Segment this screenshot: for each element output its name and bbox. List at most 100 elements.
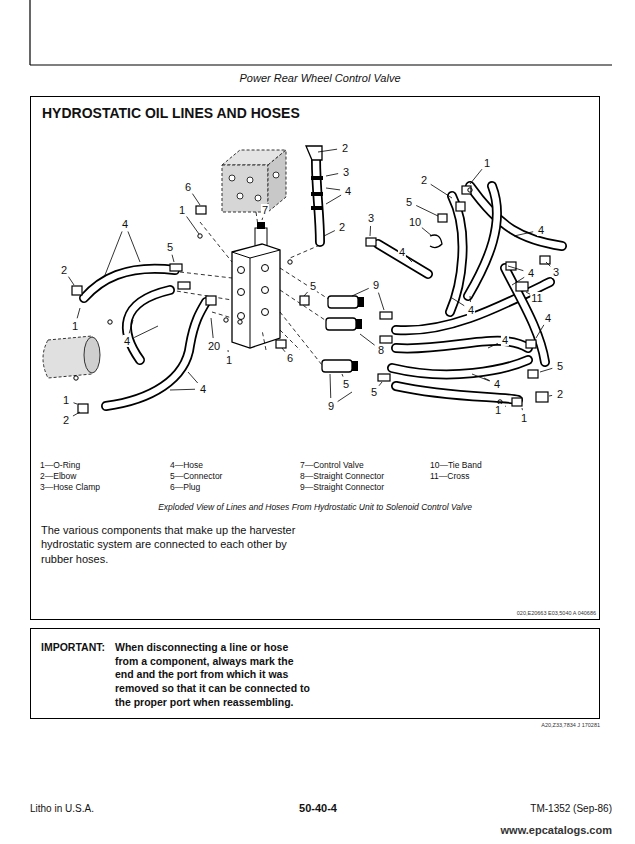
hose-outline bbox=[450, 196, 463, 312]
hose-core bbox=[106, 302, 206, 406]
callout-number: 3 bbox=[367, 212, 375, 224]
leader-line bbox=[73, 412, 80, 416]
leader-line bbox=[484, 378, 490, 381]
hose-outline bbox=[378, 244, 428, 274]
callout-number: 1 bbox=[71, 320, 79, 332]
assembly-line bbox=[212, 312, 232, 318]
parts-key-entry: 6—Plug bbox=[170, 483, 200, 492]
unit-port bbox=[247, 177, 253, 183]
fitting bbox=[380, 312, 392, 319]
callout-number: 1 bbox=[494, 404, 502, 416]
hose-core bbox=[316, 160, 320, 242]
fitting bbox=[196, 206, 206, 214]
footer-text: TM-1352 (Sep-86) bbox=[530, 803, 612, 814]
leader-line bbox=[74, 403, 77, 404]
leader-line bbox=[488, 343, 498, 348]
leader-line bbox=[470, 169, 482, 184]
unit-port bbox=[255, 195, 261, 201]
leader-lines bbox=[68, 149, 552, 416]
leader-line bbox=[172, 255, 174, 262]
valve-cartridge-cap bbox=[257, 222, 265, 229]
leader-line bbox=[342, 374, 343, 377]
callout-number: 2 bbox=[420, 174, 428, 186]
straight-connector bbox=[328, 296, 358, 308]
figure-code: A20,Z33,7834 J 170281 bbox=[541, 722, 600, 728]
callout-number: 9 bbox=[327, 400, 335, 412]
hose-outline bbox=[468, 186, 497, 296]
unit-port bbox=[237, 193, 243, 199]
callout-number: 4 bbox=[527, 267, 535, 279]
important-box: IMPORTANT:When disconnecting a line or h… bbox=[30, 628, 600, 719]
hose-core bbox=[470, 186, 562, 246]
figure-code: 020,E20663 E03,5040 A 040686 bbox=[517, 610, 596, 616]
section-title: HYDROSTATIC OIL LINES AND HOSES bbox=[42, 106, 300, 121]
leader-line bbox=[546, 262, 550, 266]
assembly-line bbox=[280, 290, 328, 322]
elbow bbox=[306, 146, 322, 160]
callout-number: 4 bbox=[493, 378, 501, 390]
callout-number: 2 bbox=[556, 388, 564, 400]
leader-line bbox=[318, 149, 337, 152]
connector-hex bbox=[358, 297, 364, 307]
leader-line bbox=[505, 406, 507, 407]
callout-number: 4 bbox=[199, 383, 207, 395]
callout-number: 5 bbox=[370, 386, 378, 398]
leader-line bbox=[77, 308, 80, 318]
callout-number: 20 bbox=[207, 340, 221, 352]
fitting bbox=[378, 374, 390, 381]
leader-line bbox=[470, 296, 471, 302]
valve-port bbox=[238, 267, 245, 274]
section-panel: The various components that make up the … bbox=[30, 96, 600, 620]
leader-line bbox=[304, 292, 308, 296]
valve-port bbox=[238, 289, 245, 296]
leader-line bbox=[324, 231, 335, 236]
fitting bbox=[528, 370, 538, 378]
fitting bbox=[300, 296, 309, 305]
o-ring bbox=[198, 234, 202, 238]
fitting bbox=[276, 340, 286, 348]
body-text: The various components that make up the … bbox=[41, 523, 316, 566]
leader-line bbox=[228, 350, 229, 352]
callout-number: 4 bbox=[544, 312, 552, 324]
o-ring bbox=[224, 318, 228, 322]
o-ring bbox=[468, 188, 472, 192]
fitting bbox=[456, 202, 465, 211]
leader-line bbox=[338, 392, 352, 402]
fitting bbox=[536, 392, 548, 402]
callout-number: 5 bbox=[342, 378, 350, 390]
hose-core bbox=[450, 196, 463, 312]
straight-connector bbox=[322, 360, 352, 372]
callout-number: 5 bbox=[556, 360, 564, 372]
fitting bbox=[72, 286, 82, 295]
leader-line bbox=[472, 374, 490, 381]
parts-key-entry: 3—Hose Clamp bbox=[40, 483, 100, 492]
valve-port bbox=[238, 313, 245, 320]
fitting bbox=[178, 282, 190, 289]
footer-text: Litho in U.S.A. bbox=[30, 803, 94, 814]
leader-line bbox=[330, 374, 332, 398]
hose-clamp bbox=[311, 192, 323, 196]
assembly-line bbox=[180, 272, 232, 278]
fitting bbox=[526, 340, 536, 348]
hose-clamp bbox=[311, 176, 323, 180]
leader-line bbox=[262, 218, 264, 220]
callout-number: 5 bbox=[405, 196, 413, 208]
callout-number: 10 bbox=[408, 216, 422, 228]
callout-number: 11 bbox=[530, 292, 543, 304]
fitting bbox=[506, 262, 516, 270]
leader-line bbox=[326, 195, 341, 204]
parts-key-entry: 9—Straight Connector bbox=[300, 483, 384, 492]
valve-body bbox=[232, 244, 280, 348]
callout-number: 2 bbox=[60, 264, 68, 276]
hose-outline bbox=[127, 290, 170, 360]
watermark: www.epcatalogs.com bbox=[501, 824, 612, 836]
parts-key-entry: 4—Hose bbox=[170, 461, 203, 470]
o-ring bbox=[74, 376, 78, 380]
leader-line bbox=[536, 325, 544, 338]
leader-line bbox=[514, 232, 533, 236]
header-rule bbox=[29, 0, 30, 65]
parts-key-entry: 11—Cross bbox=[430, 472, 470, 481]
assembly-line bbox=[170, 290, 232, 300]
assembly-line bbox=[280, 312, 322, 365]
callout-number: 4 bbox=[398, 246, 406, 258]
